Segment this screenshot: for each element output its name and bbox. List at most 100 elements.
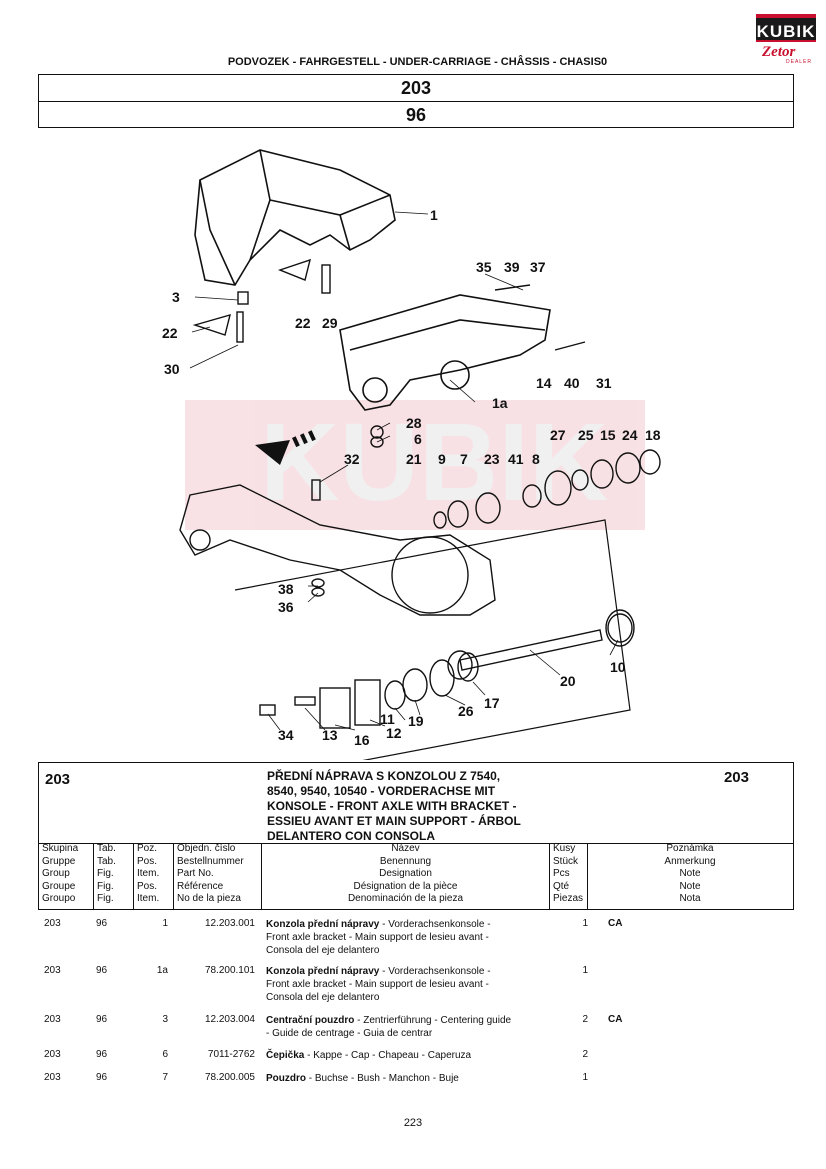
cell-part-number: 78.200.101	[204, 965, 255, 976]
col-group: Skupina Gruppe Group Groupe Groupo	[39, 843, 94, 909]
page-number: 223	[403, 1117, 423, 1129]
direction-arrow	[255, 430, 316, 465]
cell-qty: 1	[582, 965, 588, 976]
col-label: Gruppe	[42, 855, 76, 867]
cell-qty: 1	[582, 1072, 588, 1083]
shaft-frame	[234, 519, 631, 760]
callout-10: 10	[610, 659, 626, 675]
col-label: Part No.	[177, 868, 214, 880]
cell-note: CA	[608, 1014, 623, 1025]
col-label: Item.	[137, 893, 160, 905]
group-title-box: 203 96	[38, 74, 794, 128]
col-label: Benennung	[379, 855, 432, 867]
parts-table-header: 203 203 PŘEDNÍ NÁPRAVA S KONZOLOU Z 7540…	[38, 762, 794, 910]
cell-part-number: 7011-2762	[207, 1049, 255, 1060]
cell-description: Pouzdro - Buchse - Bush - Manchon - Buje	[266, 1072, 556, 1085]
callout-15: 15	[600, 427, 616, 443]
bracket-lower	[339, 294, 551, 411]
col-label: Anmerkung	[664, 855, 716, 867]
cell-group: 203	[44, 1072, 61, 1083]
cell-tab: 96	[96, 1049, 108, 1060]
cell-tab: 96	[96, 1072, 108, 1083]
section-title-line: 8540, 9540, 10540 - VORDERACHSE MIT	[267, 784, 496, 798]
col-label: Group	[42, 868, 70, 880]
col-label: Denominación de la pieza	[347, 893, 464, 905]
callout-22b: 22	[295, 315, 311, 331]
description-text: - Vorderachsenkonsole -	[379, 966, 491, 977]
cell-qty: 1	[582, 918, 588, 929]
callout-14: 14	[536, 375, 552, 391]
callout-31: 31	[596, 375, 612, 391]
col-label: Note	[679, 868, 701, 880]
description-text: Consola del eje delantero	[266, 992, 380, 1003]
col-label: Groupe	[42, 880, 76, 892]
callout-6: 6	[414, 431, 422, 447]
col-partno: Objedn. číslo Bestellnummer Part No. Réf…	[174, 843, 262, 909]
callout-40: 40	[564, 375, 580, 391]
logo-brand: KUBIK	[756, 14, 816, 42]
callout-22a: 22	[162, 325, 178, 341]
callout-1a: 1a	[492, 395, 508, 411]
cell-group: 203	[44, 1014, 61, 1025]
small-fasteners	[192, 258, 586, 716]
col-label: No de la pieza	[177, 893, 241, 905]
callout-20: 20	[560, 673, 576, 689]
callout-labels: 1 3 22 22 29 30 35 39 37 14 40 31 1a 28 …	[162, 207, 661, 748]
cell-tab: 96	[96, 1014, 108, 1025]
cell-part-number: 12.203.004	[204, 1014, 255, 1025]
description-text: Consola del eje delantero	[266, 945, 380, 956]
description-text: Front axle bracket - Main support de les…	[266, 979, 489, 990]
col-label: Désignation de la pièce	[353, 880, 458, 892]
kubik-zetor-logo: KUBIK Zetor DEALER	[756, 14, 816, 66]
bearing-rings-upper	[433, 449, 661, 529]
col-label: Tab.	[97, 855, 116, 867]
svg-text:KUBIK: KUBIK	[260, 401, 608, 524]
col-label: Fig.	[97, 893, 114, 905]
description-text: - Buchse - Bush - Manchon - Buje	[306, 1073, 459, 1084]
callout-17: 17	[484, 695, 500, 711]
description-text: - Zentrierführung - Centering guide	[354, 1015, 512, 1026]
description-bold: Pouzdro	[266, 1073, 306, 1084]
col-label: Piezas	[553, 893, 584, 905]
callout-21: 21	[406, 451, 422, 467]
cell-part-number: 12.203.001	[204, 918, 255, 929]
cell-description: Čepička - Kappe - Cap - Chapeau - Caperu…	[266, 1049, 556, 1062]
col-label: Fig.	[97, 880, 114, 892]
bracket-upper	[194, 149, 396, 286]
cell-note: CA	[608, 918, 623, 929]
shaft	[447, 613, 633, 680]
col-label: Référence	[177, 880, 224, 892]
description-bold: Centrační pouzdro	[266, 1015, 355, 1026]
bearing-rings-lower	[294, 609, 635, 729]
cell-pos: 7	[162, 1072, 168, 1083]
cell-pos: 3	[162, 1014, 168, 1025]
cell-group: 203	[44, 965, 61, 976]
col-label: Poz.	[137, 843, 158, 854]
callout-13: 13	[322, 727, 338, 743]
category-heading: PODVOZEK - FAHRGESTELL - UNDER-CARRIAGE …	[227, 56, 608, 68]
col-label: Qté	[553, 880, 570, 892]
col-label: Pos.	[137, 880, 158, 892]
col-label: Bestellnummer	[177, 855, 244, 867]
callout-32: 32	[344, 451, 360, 467]
col-label: Stück	[553, 855, 579, 867]
callout-35: 35	[476, 259, 492, 275]
callout-23: 23	[484, 451, 500, 467]
col-note: Poznámka Anmerkung Note Note Nota	[588, 843, 792, 909]
callout-34: 34	[278, 727, 294, 743]
col-name: Název Benennung Designation Désignation …	[262, 843, 550, 909]
axle-housing	[179, 484, 496, 616]
description-bold: Čepička	[266, 1050, 305, 1061]
cell-description: Centrační pouzdro - Zentrierführung - Ce…	[266, 1014, 556, 1040]
callout-26: 26	[458, 703, 474, 719]
callout-9: 9	[438, 451, 446, 467]
callout-39: 39	[504, 259, 520, 275]
section-title-line: ESSIEU AVANT ET MAIN SUPPORT - ÁRBOL	[267, 814, 521, 828]
cell-description: Konzola přední nápravy - Vorderachsenkon…	[266, 918, 556, 957]
cell-tab: 96	[96, 918, 108, 929]
callout-1: 1	[430, 207, 438, 223]
callout-3: 3	[172, 289, 180, 305]
col-label: Note	[679, 880, 701, 892]
cell-group: 203	[44, 918, 61, 929]
col-pos: Poz. Pos. Item. Pos. Item.	[134, 843, 174, 909]
